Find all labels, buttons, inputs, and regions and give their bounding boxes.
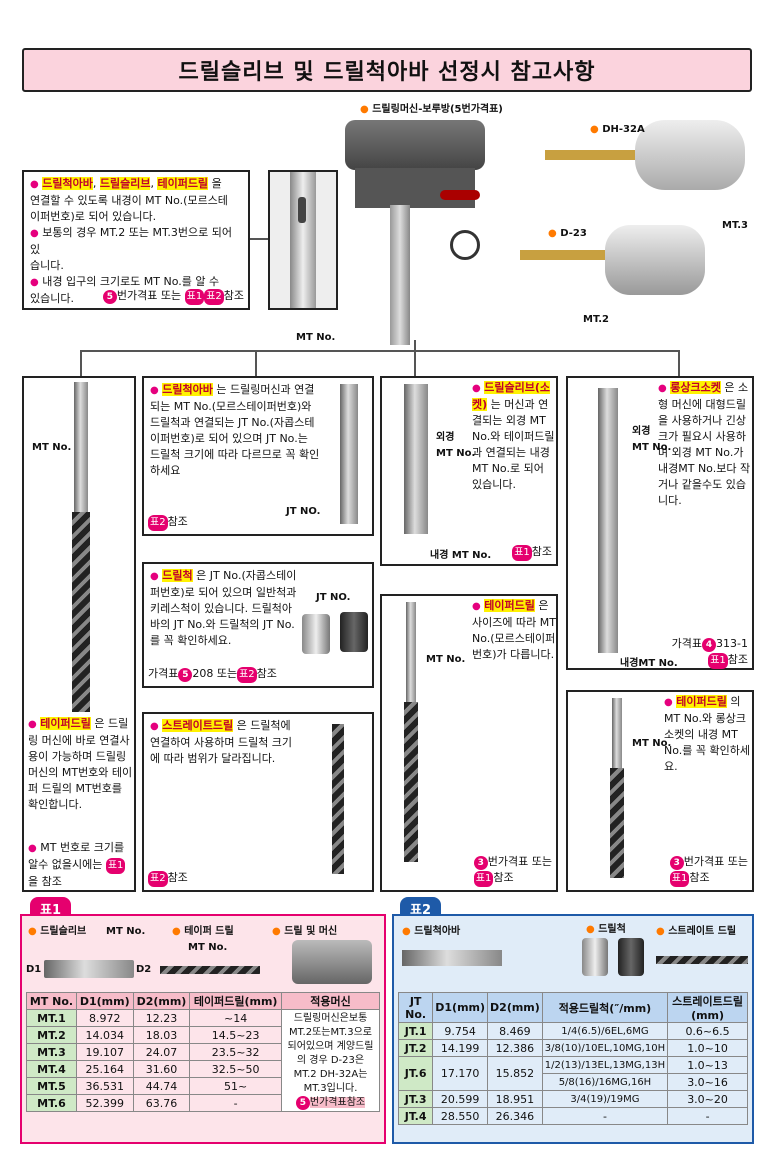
sleeve-inner-label: 내경 MT No. [430,550,492,561]
jt-no-label-chuck: JT NO. [316,592,351,603]
taper-zoom-image [268,170,338,310]
keyless-chuck-image [340,612,368,652]
drill-press-label: ● 드릴링머신-보루방(5번가격표) [360,104,503,115]
sleeve-image [404,384,428,534]
mt-no-label-right: MT No. [632,738,672,749]
taper-drill-right-box: MT No. ● 테이퍼드릴 의 MT No.와 롱상크 소켓의 내경 MT N… [566,690,754,892]
table1-machine-image [292,940,372,984]
page-title: 드릴슬리브 및 드릴척아바 선정시 참고사항 [22,48,752,92]
taper-drill-left-box: MT No. ● 테이퍼드릴 은 드릴링 머신에 바로 연결사용이 가능하며 드… [22,376,136,892]
table2: JT No.D1(mm)D2(mm)적용드릴척(″/mm)스트레이트드릴(mm)… [397,992,748,1125]
d23-label: ● D-23 [548,228,587,239]
long-inner-label: 내경MT No. [620,658,678,669]
table2-keyless-image [618,938,644,976]
long-socket-image [598,388,618,653]
chuck-image [302,614,330,654]
taper-drill-right-flute [610,768,624,878]
taper-drill-image [74,382,88,512]
mt2-label: MT.2 [583,314,610,325]
taper-drill-mid-box: MT No. ● 테이퍼드릴 은 사이즈에 따라 MT No.(모르스테이퍼번호… [380,594,558,892]
table2-straight-image [656,956,748,964]
jt-no-label-arbor: JT NO. [286,506,321,517]
drill-press-image [330,110,505,345]
table1-panel: ● 드릴슬리브 MT No. ● 테이퍼 드릴 ● 드릴 및 머신 D1 D2 … [20,914,386,1144]
dh32a-label: ● DH-32A [590,124,645,135]
table2-chuck-image [582,938,608,976]
taper-drill-right-image [612,698,622,768]
hand-drill-d23-image [520,200,750,300]
taper-drill-mid-flute [404,702,418,862]
straight-drill-box: ● 스트레이트드릴 은 드릴척에 연결하여 사용하며 드릴척 크기에 따라 범위… [142,712,374,892]
arbor-image [340,384,358,524]
mt3-label: MT.3 [722,220,749,231]
mt-no-label-left: MT No. [32,442,72,453]
top-info-box: ● 드릴척아바, 드릴슬리브, 테이퍼드릴 을 연결할 수 있도록 내경이 MT… [22,170,250,310]
table2-panel: ● 드릴척아바 ● 드릴척 ● 스트레이트 드릴 JT No.D1(mm)D2(… [392,914,754,1144]
table1-taper-image [160,966,260,974]
taper-drill-flute [72,512,90,712]
table1-sleeve-image [44,960,134,978]
mt-no-label-mid: MT No. [426,654,466,665]
drill-chuck-box: ● 드릴척 은 JT No.(자콥스테이퍼번호)로 되어 있으며 일반척과 키레… [142,562,374,688]
straight-drill-image [332,724,344,874]
taper-drill-mid-image [406,602,416,702]
mt-no-label-top: MT No. [296,332,336,343]
table2-arbor-image [402,950,502,966]
chuck-arbor-box: ● 드릴척아바 는 드릴링머신과 연결되는 MT No.(모르스테이퍼번호)와 … [142,376,374,536]
hand-drill-dh32a-image [545,100,765,200]
